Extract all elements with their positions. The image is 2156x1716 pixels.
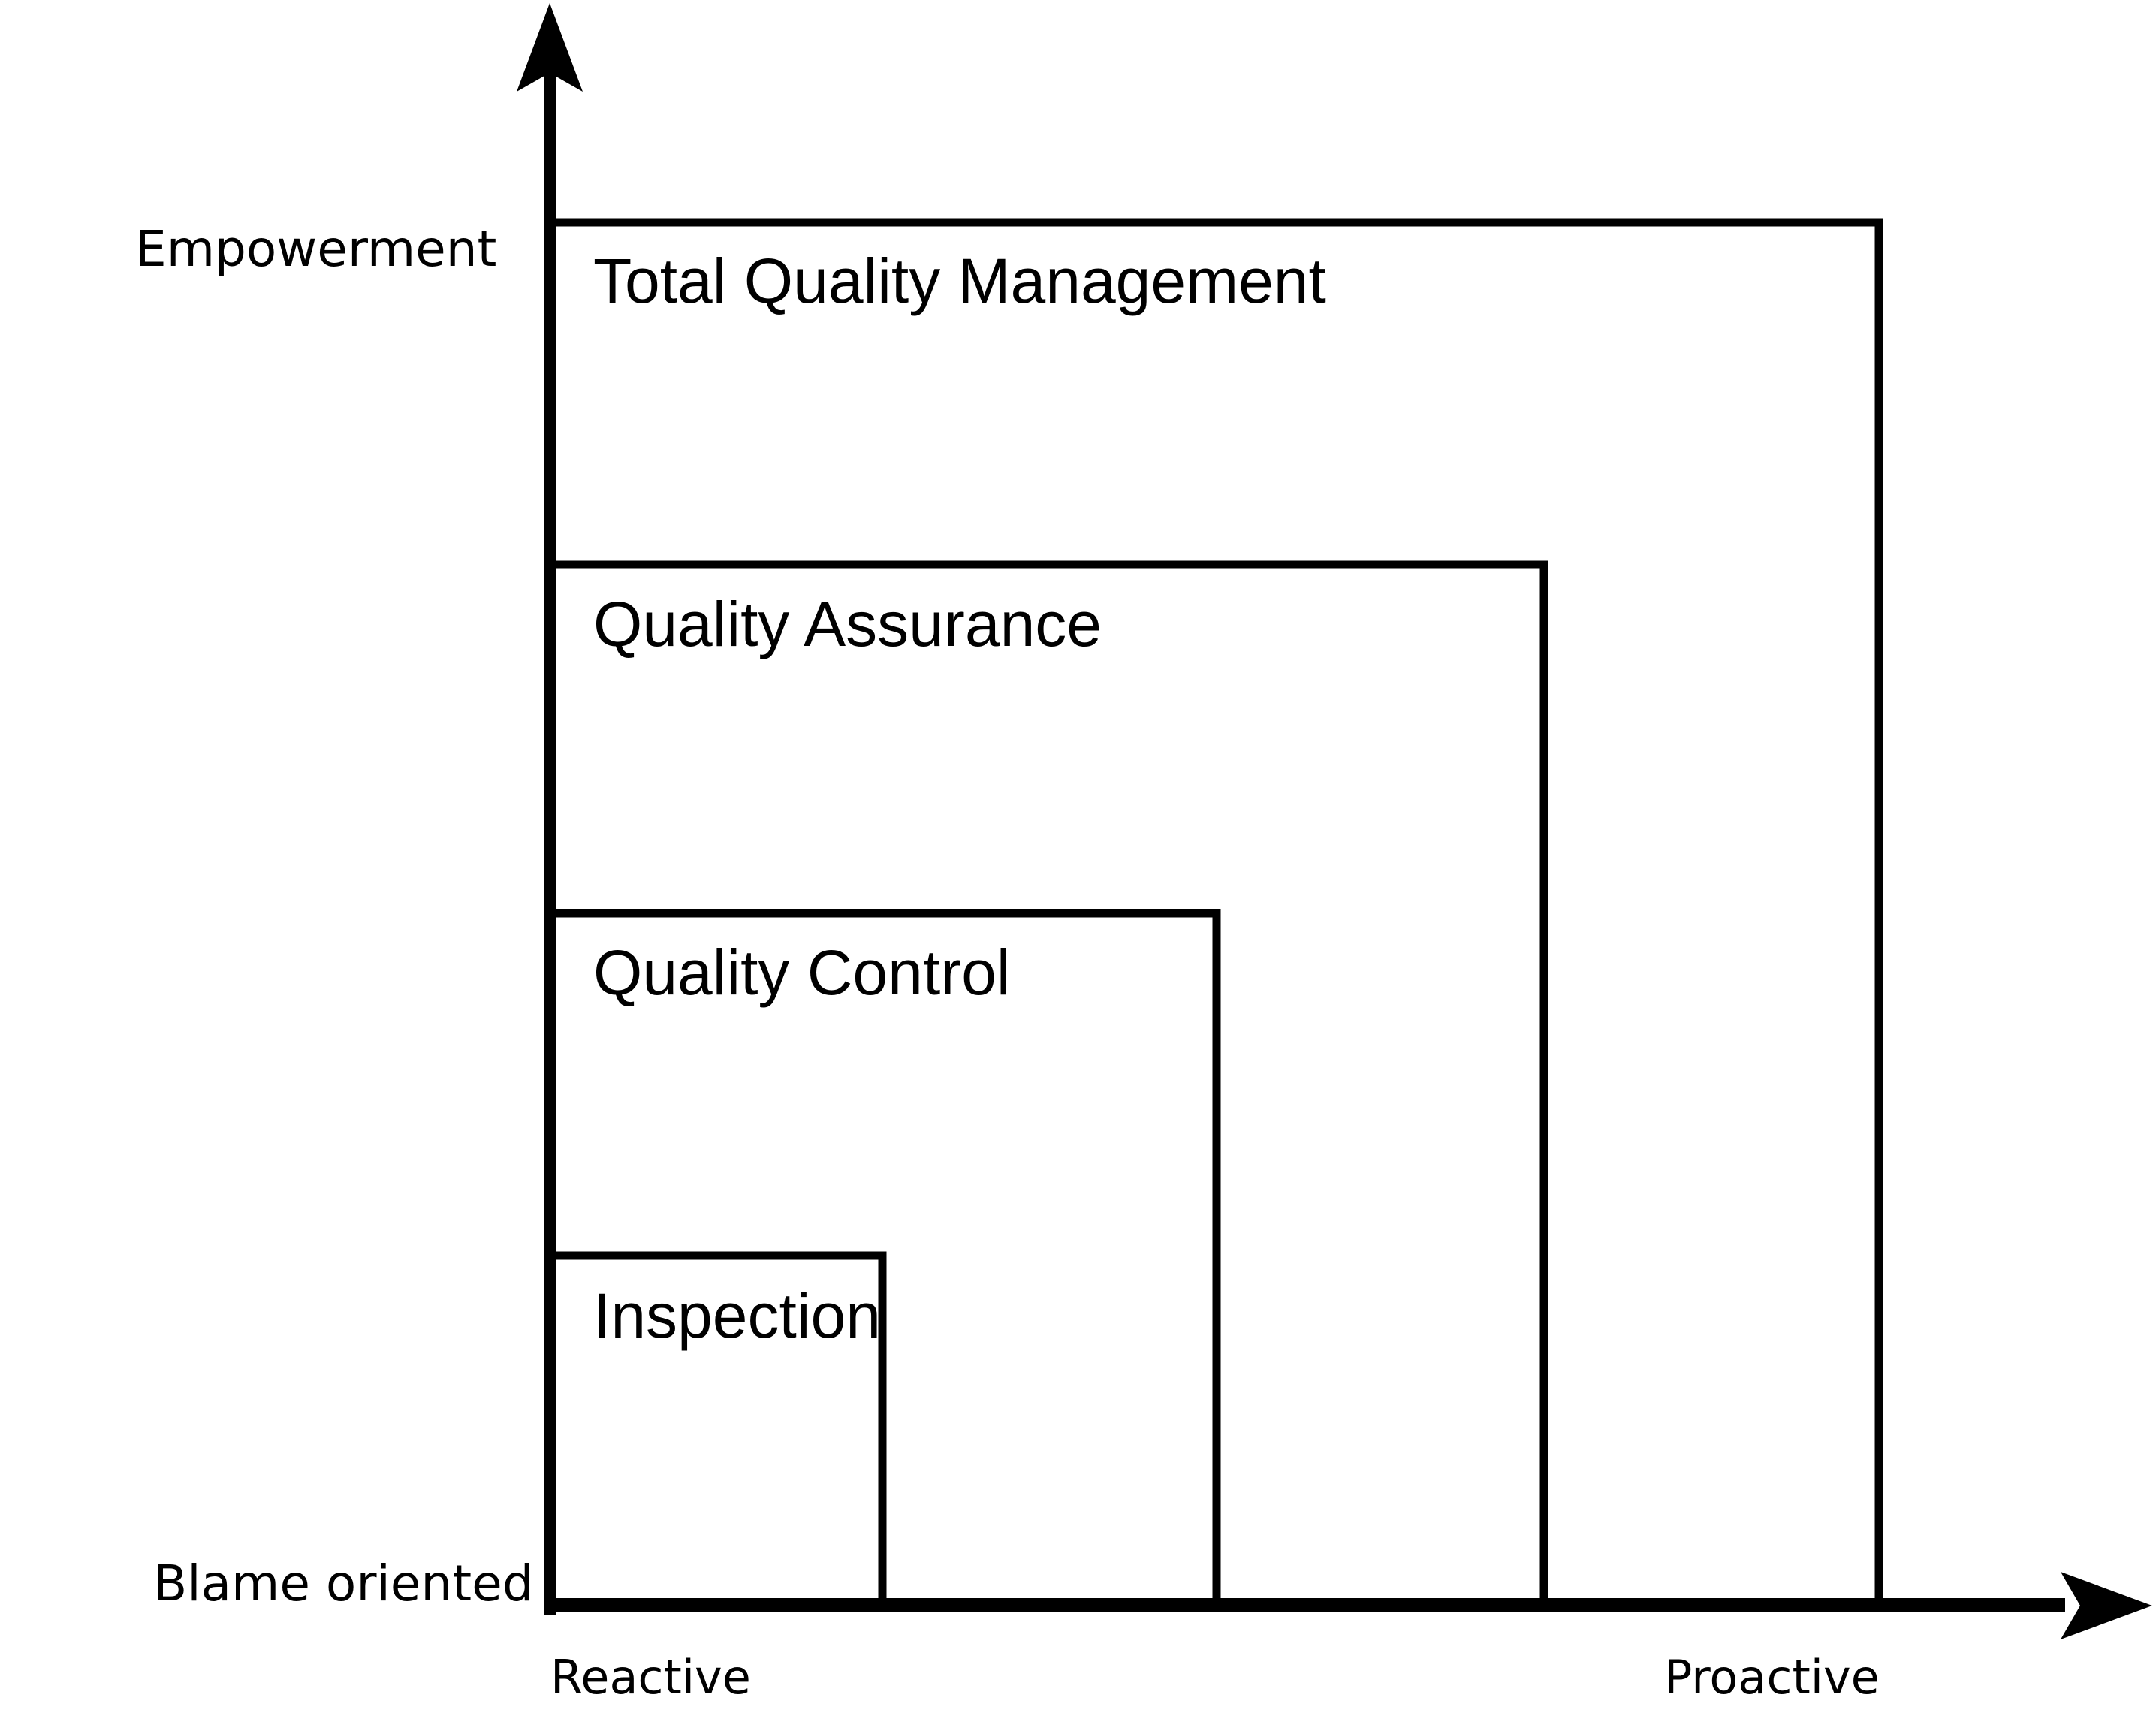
x-axis-right-label: Proactive [1664,1650,1880,1705]
tier-box-inspection[interactable]: Inspection [547,1251,887,1608]
y-axis-arrow-icon [517,3,583,92]
tier-label-text: Total Quality Management [593,246,1326,316]
x-axis-arrow-icon [2061,1572,2152,1639]
y-axis-top-label: Empowerment [135,220,496,278]
y-axis-line [544,41,556,1615]
tier-label-text: Quality Control [593,937,1011,1008]
x-axis [544,1572,2152,1639]
x-axis-line [544,1598,2065,1612]
y-axis-bottom-label: Blame oriented [153,1555,534,1612]
x-axis-left-label: Reactive [550,1650,751,1705]
tier-label-text: Inspection [593,1280,881,1351]
y-axis [517,3,583,1615]
tier-label-text: Quality Assurance [593,589,1102,659]
